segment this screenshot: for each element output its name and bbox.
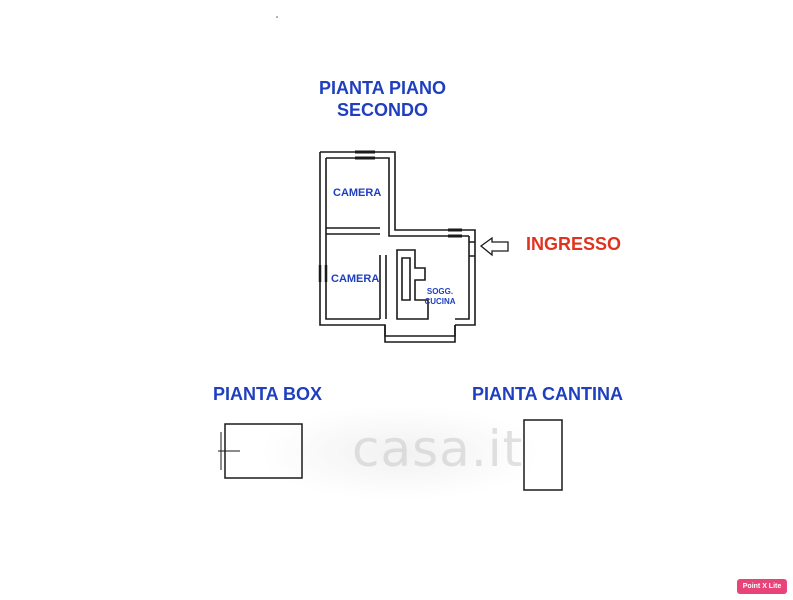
cellar-title: PIANTA CANTINA xyxy=(472,384,623,404)
watermark-backdrop xyxy=(265,408,535,498)
bedroom-kitchen-partition xyxy=(379,255,387,319)
arrow-left-outline-icon xyxy=(479,236,509,257)
outer-wall-top-right xyxy=(320,151,476,326)
point-x-lite-badge: Point X Lite xyxy=(737,579,787,594)
room-label-living-line2: CUCINA xyxy=(424,297,456,306)
inner-wall-left xyxy=(325,158,380,320)
scan-dot xyxy=(276,16,278,18)
inner-wall-right xyxy=(455,236,470,320)
cellar-outline xyxy=(523,419,563,491)
window-left xyxy=(318,265,328,282)
bedroom-divider-wall xyxy=(326,227,380,235)
second-floor-title-line1: PIANTA PIANO xyxy=(318,78,446,98)
box-outline xyxy=(224,423,303,479)
box-door-marks xyxy=(218,432,240,470)
second-floor-title: PIANTA PIANO SECONDO xyxy=(300,77,465,121)
cellar-plan xyxy=(523,419,563,491)
box-plan xyxy=(218,423,303,479)
room-label-bedroom-bottom: CAMERA xyxy=(331,273,380,285)
second-floor-title-line2: SECONDO xyxy=(336,100,428,120)
watermark-text: casa.it xyxy=(352,420,524,478)
second-floor-plan xyxy=(318,150,476,343)
bathroom-inner xyxy=(401,257,411,301)
window-right xyxy=(448,228,462,238)
bottom-recess xyxy=(384,325,456,337)
entrance-door xyxy=(469,241,475,257)
box-title: PIANTA BOX xyxy=(212,384,322,404)
outer-wall-left-bottom xyxy=(319,152,456,343)
entrance-label: INGRESSO xyxy=(526,234,622,254)
room-label-bedroom-top: CAMERA xyxy=(333,187,382,199)
room-label-living-line1: SOGG. xyxy=(426,287,454,296)
room-label-living-kitchen: SOGG. CUCINA xyxy=(420,287,460,307)
window-top xyxy=(355,150,375,160)
bathroom-block xyxy=(396,249,429,320)
